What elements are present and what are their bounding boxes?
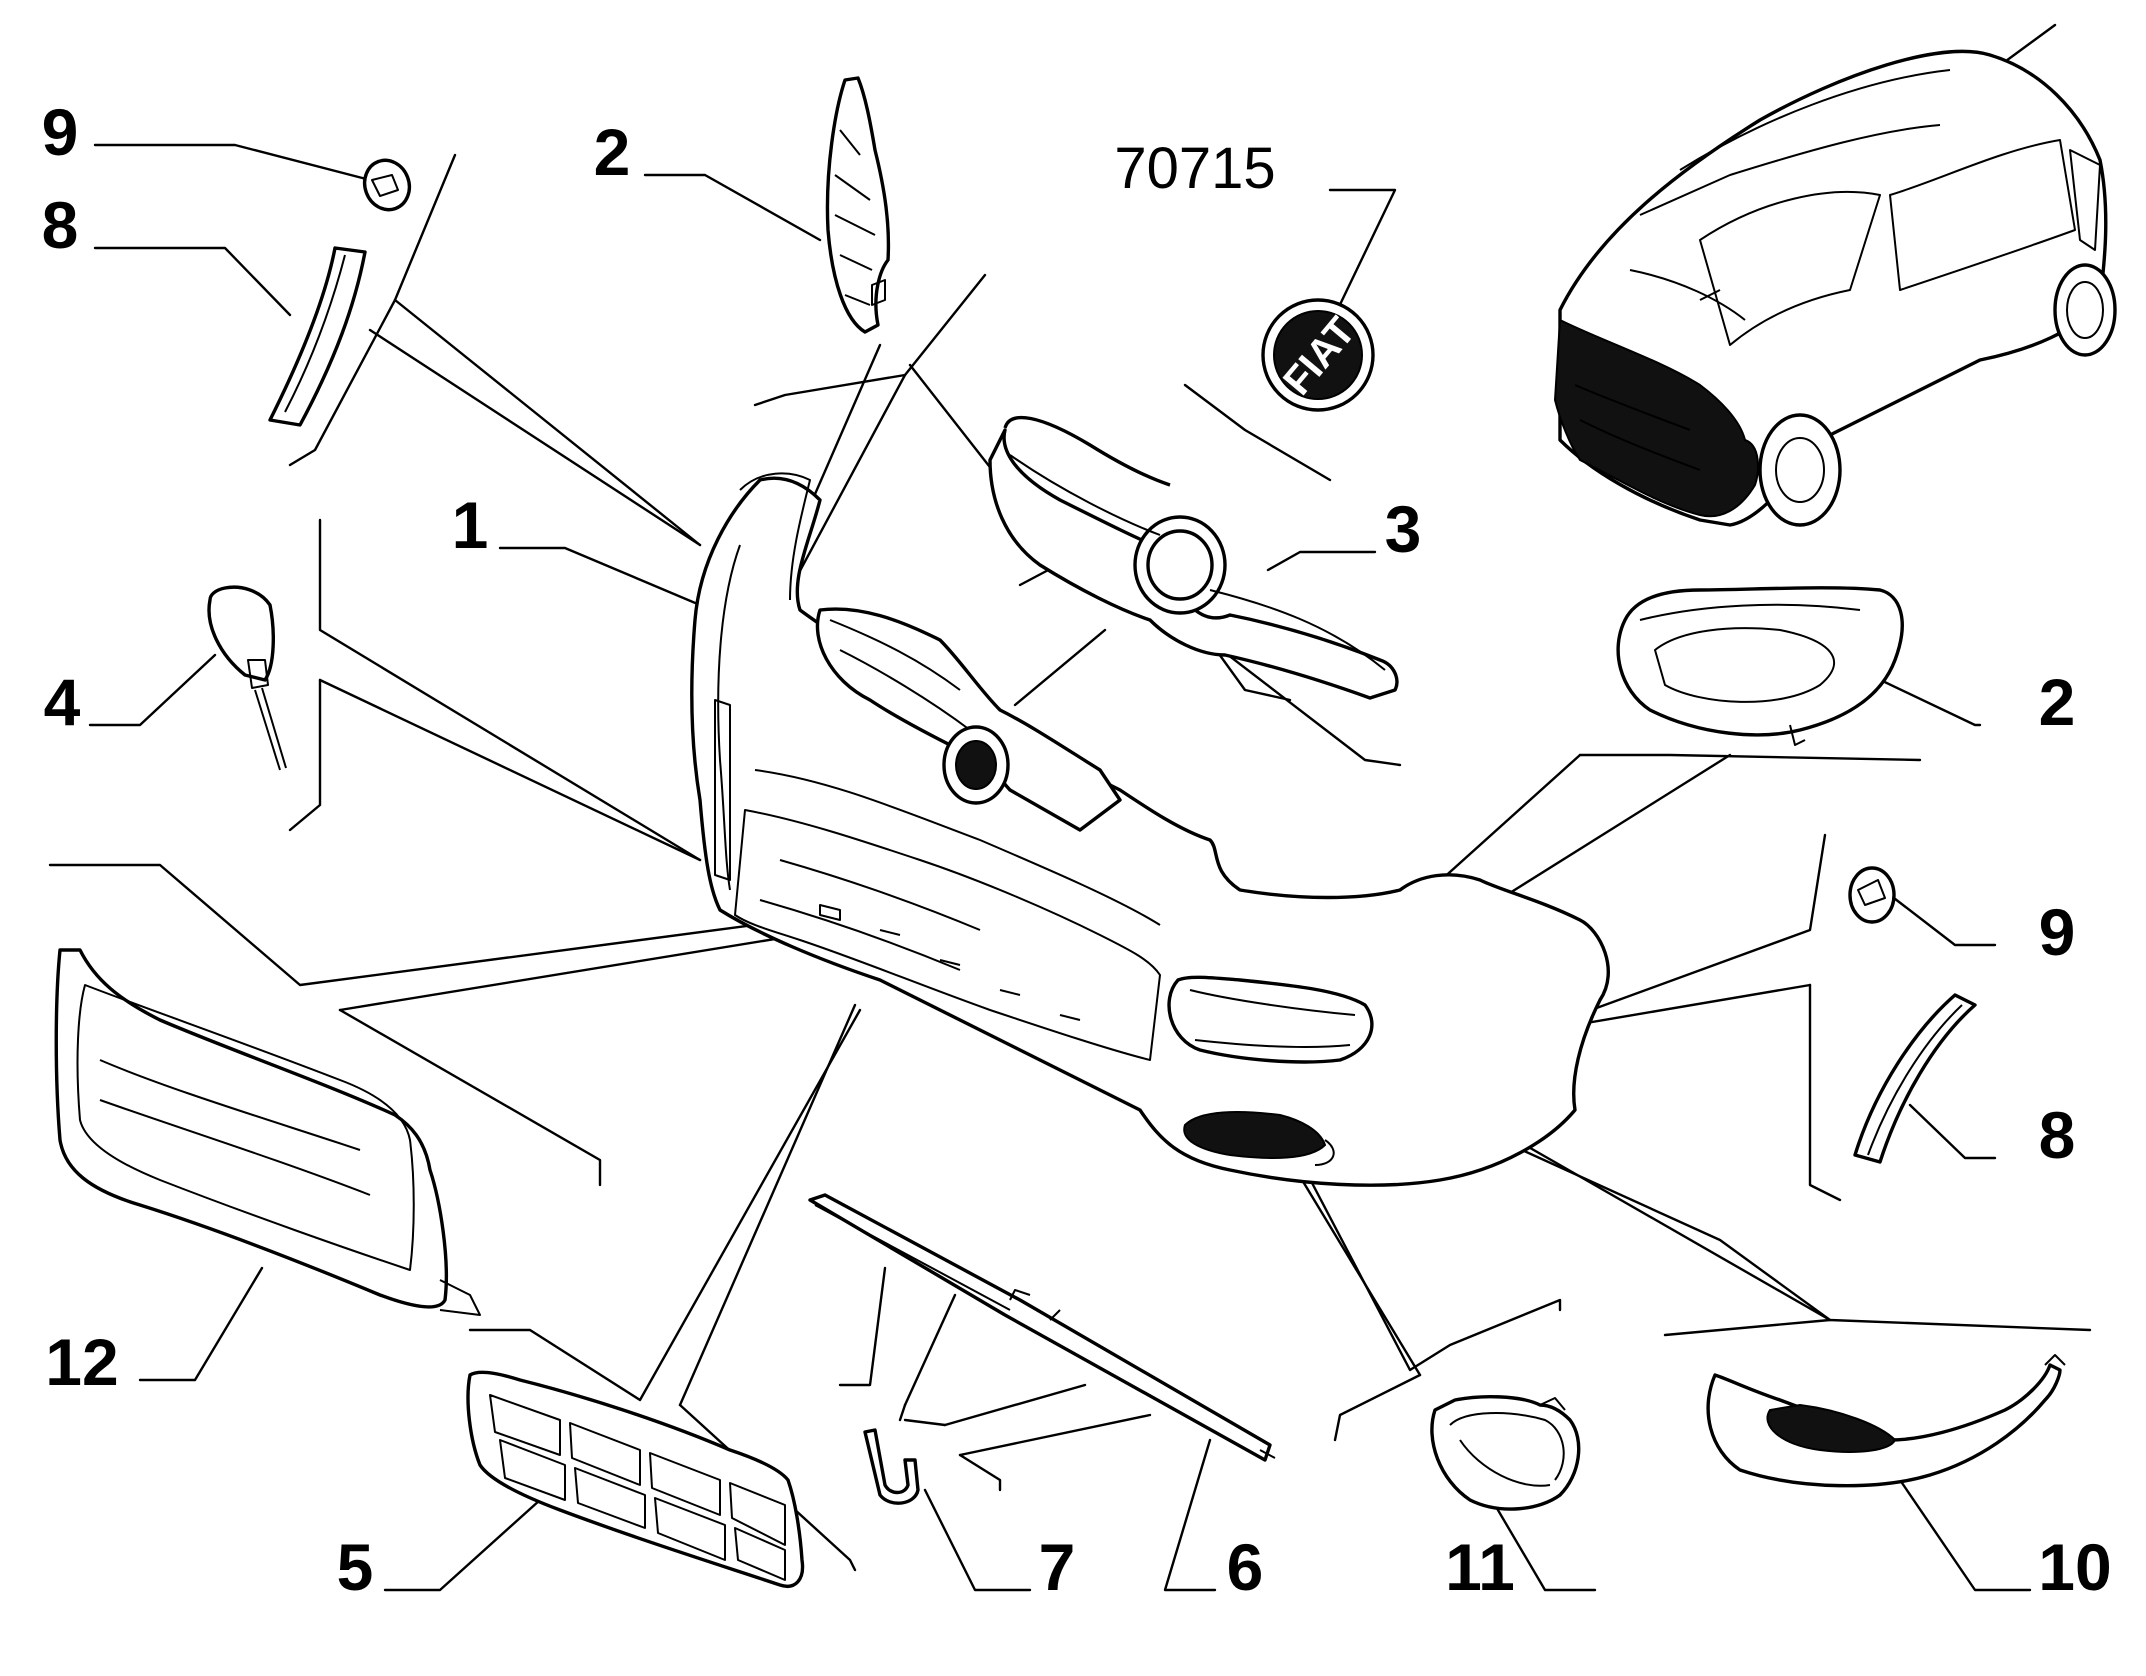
callout-70715: 70715 [1114, 136, 1275, 201]
callout-7: 7 [1039, 1530, 1076, 1604]
part-8-arch-trim-left [268, 246, 367, 427]
callout-3: 3 [1385, 492, 1422, 566]
part-10-lower-trim [1706, 1354, 2066, 1488]
callout-labels: 9 8 2 70715 1 3 2 4 9 8 12 5 7 6 11 10 [42, 95, 2112, 1604]
part-8-arch-trim-right [1853, 993, 1977, 1164]
callout-12: 12 [45, 1325, 118, 1399]
callout-10: 10 [2038, 1530, 2111, 1604]
part-9-clip-right [1848, 866, 1896, 924]
callout-4: 4 [44, 665, 81, 739]
callout-9-left: 9 [42, 95, 79, 169]
callout-8-right: 8 [2039, 1098, 2076, 1172]
part-11-foglight-surround [1430, 1395, 1581, 1511]
part-4-tow-hook-cover [207, 585, 287, 771]
part-6-trim-strip [808, 1193, 1276, 1462]
part-5-lower-grille [466, 1370, 805, 1588]
callout-2-right: 2 [2039, 665, 2076, 739]
part-70715-emblem: FIAT [1261, 298, 1375, 412]
callout-11: 11 [1445, 1530, 1515, 1604]
part-7-u-clip [863, 1428, 920, 1505]
callout-5: 5 [337, 1530, 374, 1604]
part-9-clip-left [362, 158, 412, 212]
callout-8-left: 8 [42, 188, 79, 262]
part-2-side-bracket-top [825, 76, 891, 334]
vehicle-illustration [1553, 49, 2117, 527]
callout-9-right: 9 [2039, 895, 2076, 969]
callout-6: 6 [1227, 1530, 1264, 1604]
callout-2-top: 2 [594, 115, 631, 189]
part-1-front-bumper [690, 472, 1610, 1187]
part-3-upper-grille [988, 415, 1399, 700]
callout-1: 1 [452, 488, 489, 562]
part-2-side-bracket-right [1616, 586, 1904, 746]
part-12-grille-frame [54, 948, 481, 1316]
